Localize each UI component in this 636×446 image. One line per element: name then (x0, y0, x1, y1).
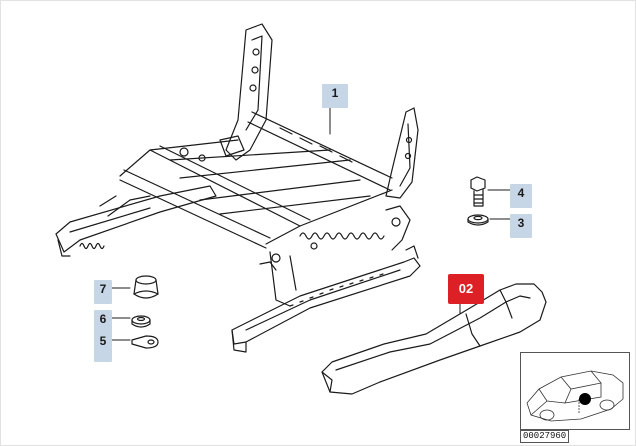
callout-02-badge[interactable]: 02 (448, 274, 484, 304)
callout-4[interactable]: 4 (510, 184, 532, 208)
nut-part (105, 315, 151, 328)
location-marker-icon (579, 393, 591, 405)
diagram-id: 00027960 (520, 430, 570, 443)
callout-1[interactable]: 1 (322, 84, 348, 108)
callout-5[interactable]: 5 (94, 332, 112, 362)
washer-part (467, 214, 511, 226)
location-thumbnail (520, 352, 630, 430)
side-trim-cover (321, 283, 547, 395)
callout-7[interactable]: 7 (94, 280, 112, 304)
car-location-icon (526, 370, 624, 422)
callout-3[interactable]: 3 (510, 214, 532, 238)
rubber-buffer-part (105, 275, 159, 299)
callout-6[interactable]: 6 (94, 310, 112, 334)
seat-frame-part (55, 23, 421, 353)
bolt-part (470, 176, 511, 207)
clip-part (105, 335, 159, 349)
